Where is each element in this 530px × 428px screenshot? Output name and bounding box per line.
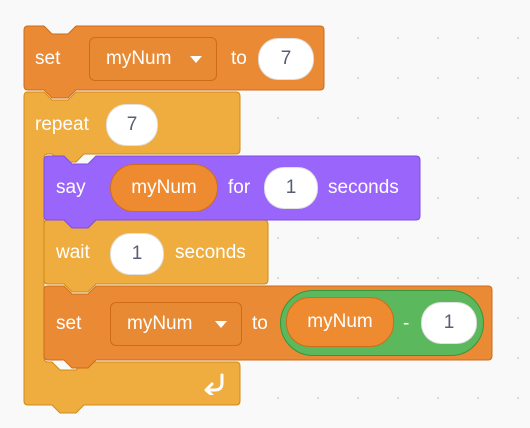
say-for-label: for [228,177,251,198]
wait-seconds-label: seconds [175,242,246,263]
operator-right-input[interactable]: 1 [421,302,477,344]
say-seconds-label: seconds [328,177,399,198]
wait-keyword: wait [56,242,90,263]
set-top-variable-label: myNum [106,48,172,69]
set-inner-to-label: to [252,313,268,334]
repeat-block [23,91,241,414]
loop-arrow-icon [204,373,224,395]
say-keyword: say [56,177,86,198]
dropdown-arrow-icon [190,56,202,63]
say-secs-input[interactable]: 1 [264,167,318,209]
say-myNum-reporter[interactable]: myNum [110,164,218,212]
set-top-variable-dropdown[interactable]: myNum [89,37,217,81]
repeat-times-input[interactable]: 7 [106,104,158,146]
set-top-keyword: set [35,48,61,69]
wait-secs-input[interactable]: 1 [110,233,164,275]
set-inner-keyword: set [56,313,82,334]
dropdown-arrow-icon [215,321,227,328]
set-top-value-input[interactable]: 7 [258,38,314,80]
operator-left-myNum-reporter[interactable]: myNum [286,297,394,347]
operator-minus-symbol: - [403,313,410,334]
set-inner-variable-label: myNum [127,313,193,334]
set-inner-variable-dropdown[interactable]: myNum [110,302,242,346]
repeat-keyword: repeat [35,114,89,135]
set-top-to-label: to [231,48,247,69]
